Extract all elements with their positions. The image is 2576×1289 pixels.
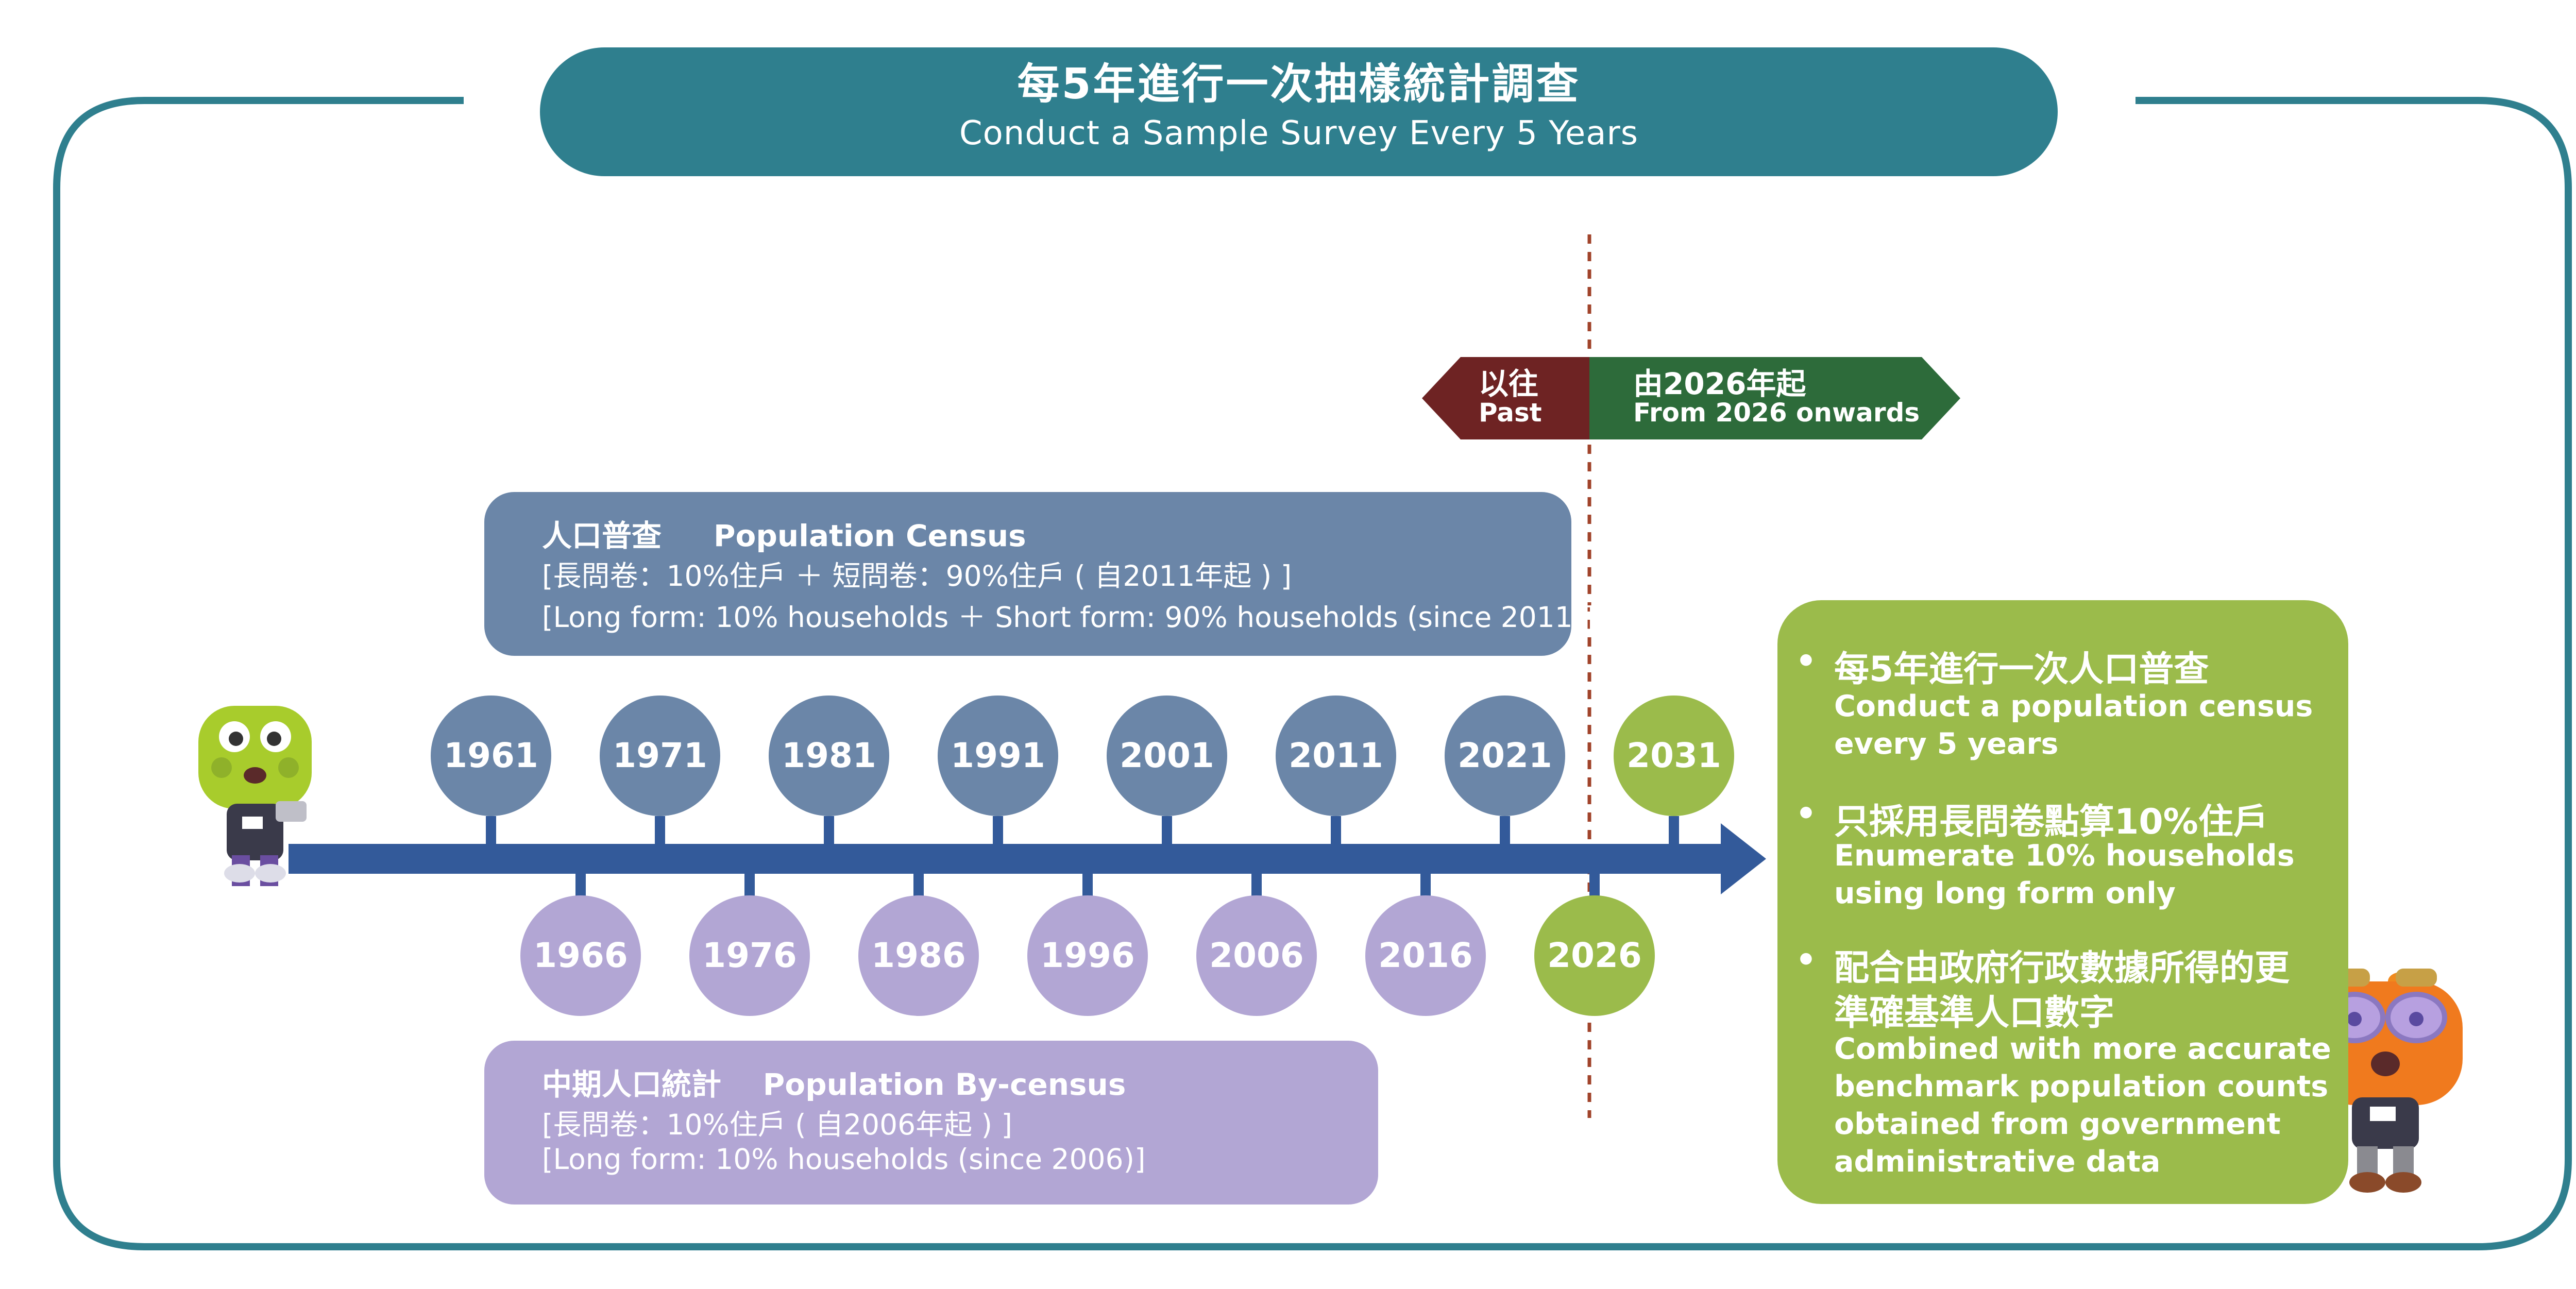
stem-2016 [1420, 874, 1431, 902]
past-tag-shape [1422, 357, 1589, 439]
census-title-en: Population Census [713, 518, 1026, 553]
point-2-en-line-1: Enumerate 10% households [1834, 839, 2295, 873]
stem-2001 [1162, 816, 1172, 844]
year-circle-bycensus: 1996 [1027, 895, 1148, 1016]
point-1-zh: 每5年進行一次人口普查 [1834, 649, 2209, 690]
year-circle-census: 2021 [1445, 696, 1565, 816]
stem-1971 [655, 816, 665, 844]
year-circle-bycensus: 1986 [858, 895, 979, 1016]
point-3-zh-line-2: 準確基準人口數字 [1834, 993, 2115, 1033]
census-line-en: [Long form: 10% households ＋ Short form:… [542, 601, 1595, 634]
title-banner: 每5年進行一次抽樣統計調查 Conduct a Sample Survey Ev… [540, 47, 2058, 176]
point-3-en-line-2: benchmark population counts [1834, 1070, 2329, 1104]
stem-1966 [575, 874, 586, 902]
year-circle-bycensus: 2016 [1365, 895, 1486, 1016]
year-circle-future: 2026 [1534, 895, 1655, 1016]
year-circle-census: 2011 [1276, 696, 1396, 816]
stem-2011 [1331, 816, 1341, 844]
stem-2021 [1500, 816, 1510, 844]
bycensus-line-en: [Long form: 10% households (since 2006)] [542, 1143, 1146, 1176]
past-tag-zh: 以往 [1479, 366, 1539, 401]
year-circle-census: 1981 [769, 696, 889, 816]
future-tag-en: From 2026 onwards [1633, 398, 1920, 428]
frame-border [53, 97, 2572, 1250]
timeline-axis [289, 844, 1731, 874]
banner-title-zh: 每5年進行一次抽樣統計調查 [1017, 60, 1581, 109]
bullet-3: • [1795, 941, 1817, 979]
point-2-zh: 只採用長問卷點算10%住戶 [1834, 802, 2268, 842]
year-circle-census: 2001 [1107, 696, 1227, 816]
point-3-zh-line-1: 配合由政府行政數據所得的更 [1834, 948, 2290, 989]
stem-1981 [824, 816, 834, 844]
census-title-zh: 人口普查 [542, 518, 662, 553]
future-tag-shape [1589, 357, 1960, 439]
bullet-2: • [1795, 795, 1817, 833]
year-circle-bycensus: 2006 [1196, 895, 1317, 1016]
point-3-en-line-1: Combined with more accurate [1834, 1032, 2331, 1066]
year-circle-future: 2031 [1614, 696, 1734, 816]
bycensus-line-zh: [長問卷：10%住戶 ( 自2006年起 ) ] [542, 1108, 1012, 1141]
year-circle-census: 1991 [938, 696, 1058, 816]
banner-title-en: Conduct a Sample Survey Every 5 Years [959, 114, 1639, 152]
timeline-arrowhead [1721, 823, 1766, 894]
point-2-en-line-2: using long form only [1834, 876, 2176, 910]
stem-2006 [1251, 874, 1262, 902]
green-mascot-icon [198, 706, 312, 886]
census-heading: 人口普查 Population Census [542, 512, 1026, 555]
point-1-en-line-2: every 5 years [1834, 727, 2059, 761]
stem-1986 [913, 874, 924, 902]
stem-1961 [486, 816, 496, 844]
past-tag-en: Past [1479, 398, 1542, 428]
year-circle-census: 1971 [600, 696, 720, 816]
stem-1996 [1082, 874, 1093, 902]
future-arrangement-box: • 每5年進行一次人口普查 Conduct a population censu… [1777, 600, 2348, 1204]
future-tag-zh: 由2026年起 [1633, 366, 1806, 401]
year-circle-bycensus: 1976 [689, 895, 810, 1016]
bycensus-title-en: Population By-census [762, 1067, 1126, 1102]
year-circle-bycensus: 1966 [520, 895, 641, 1016]
bullet-1: • [1795, 642, 1817, 681]
population-census-box: 人口普查 Population Census [長問卷：10%住戶 ＋ 短問卷：… [484, 492, 1595, 656]
point-3-en-line-4: administrative data [1834, 1145, 2161, 1179]
census-line-zh: [長問卷：10%住戶 ＋ 短問卷：90%住戶 ( 自2011年起 ) ] [542, 559, 1292, 592]
population-bycensus-box: 中期人口統計 Population By-census [長問卷：10%住戶 (… [484, 1041, 1378, 1205]
stem-2026 [1589, 874, 1600, 902]
point-3-en-line-3: obtained from government [1834, 1107, 2281, 1141]
bycensus-title-zh: 中期人口統計 [542, 1067, 722, 1102]
bycensus-heading: 中期人口統計 Population By-census [542, 1060, 1126, 1104]
year-circle-census: 1961 [431, 696, 551, 816]
point-1-en-line-1: Conduct a population census [1834, 689, 2313, 723]
stem-2031 [1669, 816, 1679, 844]
stem-1991 [993, 816, 1003, 844]
stem-1976 [744, 874, 755, 902]
